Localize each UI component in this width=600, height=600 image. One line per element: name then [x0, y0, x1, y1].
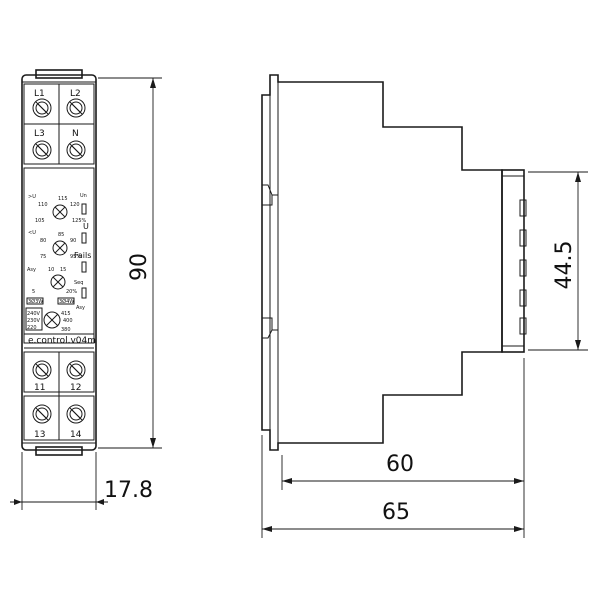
terminal-label-n: N — [72, 129, 79, 139]
screw-terminal-icon — [66, 404, 86, 424]
screw-terminal-icon — [66, 98, 86, 118]
front-bottom-clip — [35, 446, 83, 456]
knob2-label-u-under: <U — [28, 230, 36, 236]
knob4-label-3p4w: 3Ø4W — [59, 298, 74, 305]
side-front-cover — [501, 169, 525, 353]
knob4-label-230: 230V — [27, 318, 41, 324]
cover-rib — [519, 199, 527, 217]
knob4-label-220: 220 — [27, 325, 37, 331]
screw-terminal-icon — [66, 140, 86, 160]
side-profile-outline — [261, 74, 503, 451]
screw-terminal-icon — [32, 98, 52, 118]
front-top-clip — [35, 69, 83, 79]
knob4-label-380: 380 — [61, 327, 71, 333]
indicator-label-asy: Asy — [76, 305, 85, 311]
terminal-label-11: 11 — [34, 383, 45, 393]
cover-rib — [519, 259, 527, 277]
knob2-label-75: 75 — [40, 254, 46, 260]
knob3-label-15: 15 — [60, 267, 66, 273]
cover-rib — [519, 289, 527, 307]
indicator-label-u: U — [83, 222, 89, 231]
dimension-label-front-width: 17.8 — [104, 478, 153, 503]
knob3-label-5: 5 — [32, 289, 35, 295]
knob1-label-110: 110 — [38, 202, 48, 208]
knob1-label-120: 120 — [70, 202, 80, 208]
indicator-column: Un U Fails Seq Asy — [74, 193, 91, 311]
knob2-label-85: 85 — [58, 232, 64, 238]
dimension-label-height: 90 — [127, 253, 152, 281]
terminal-label-l2: L2 — [70, 89, 81, 99]
knob-overvoltage: 115 120 125% 110 105 >U — [28, 194, 87, 224]
screw-terminal-icon — [32, 360, 52, 380]
knob1-label-u-over: >U — [28, 194, 36, 200]
dimension-height: 90 — [98, 77, 162, 449]
knob1-label-115: 115 — [58, 196, 68, 202]
knob1-label-105: 105 — [35, 218, 45, 224]
cover-rib — [519, 317, 527, 335]
led-indicator — [81, 203, 87, 215]
knob2-label-95: 95% — [70, 254, 81, 260]
knob2-label-80: 80 — [40, 238, 46, 244]
indicator-label-seq: Seq — [74, 280, 83, 286]
control-panel — [23, 167, 95, 344]
knob3-label-10: 10 — [48, 267, 54, 273]
side-view — [261, 74, 527, 451]
dimension-total-depth: 65 — [261, 435, 524, 538]
dimension-front-width: 17.8 — [10, 452, 153, 510]
knob3-label-asy: Asy — [27, 267, 36, 273]
knob4-label-3p3w: 3Ø3W — [28, 298, 43, 305]
screw-terminal-icon — [66, 360, 86, 380]
dimension-body-depth: 60 — [281, 358, 525, 538]
terminal-label-14: 14 — [70, 430, 82, 440]
model-label: e.control.v04m — [28, 336, 96, 346]
knob-asymmetry: 10 15 20% Asy 5 — [27, 267, 77, 295]
cover-rib — [519, 229, 527, 247]
dimension-label-total-depth: 65 — [382, 500, 410, 525]
indicator-label-fails: Fails — [74, 251, 91, 260]
knob3-label-20: 20% — [66, 289, 77, 295]
knob4-label-400: 400 — [63, 318, 73, 324]
led-indicator — [81, 232, 87, 244]
dimension-front-depth: 44.5 — [528, 171, 588, 351]
screw-terminal-icon — [32, 140, 52, 160]
front-view: L1 L2 L3 N 115 120 125% 110 105 — [21, 69, 97, 456]
knob-undervoltage: 85 90 95% 80 75 <U — [28, 230, 81, 260]
terminal-label-13: 13 — [34, 430, 45, 440]
dimension-label-front-depth: 44.5 — [552, 241, 577, 290]
terminal-label-l3: L3 — [34, 129, 45, 139]
terminal-label-l1: L1 — [34, 89, 45, 99]
front-housing-outline — [21, 74, 97, 451]
dimension-label-body-depth: 60 — [386, 452, 414, 477]
terminal-label-12: 12 — [70, 383, 81, 393]
knob4-label-415: 415 — [61, 311, 71, 317]
screw-terminal-icon — [32, 404, 52, 424]
knob1-label-125: 125% — [72, 218, 87, 224]
knob2-label-90: 90 — [70, 238, 76, 244]
knob4-label-240: 240V — [27, 311, 41, 317]
led-indicator — [81, 261, 87, 273]
indicator-label-un: Un — [80, 193, 87, 199]
led-indicator — [81, 287, 87, 299]
knob-voltage-select: 3Ø3W 3Ø4W 240V 230V 220 415 400 380 — [25, 297, 75, 333]
